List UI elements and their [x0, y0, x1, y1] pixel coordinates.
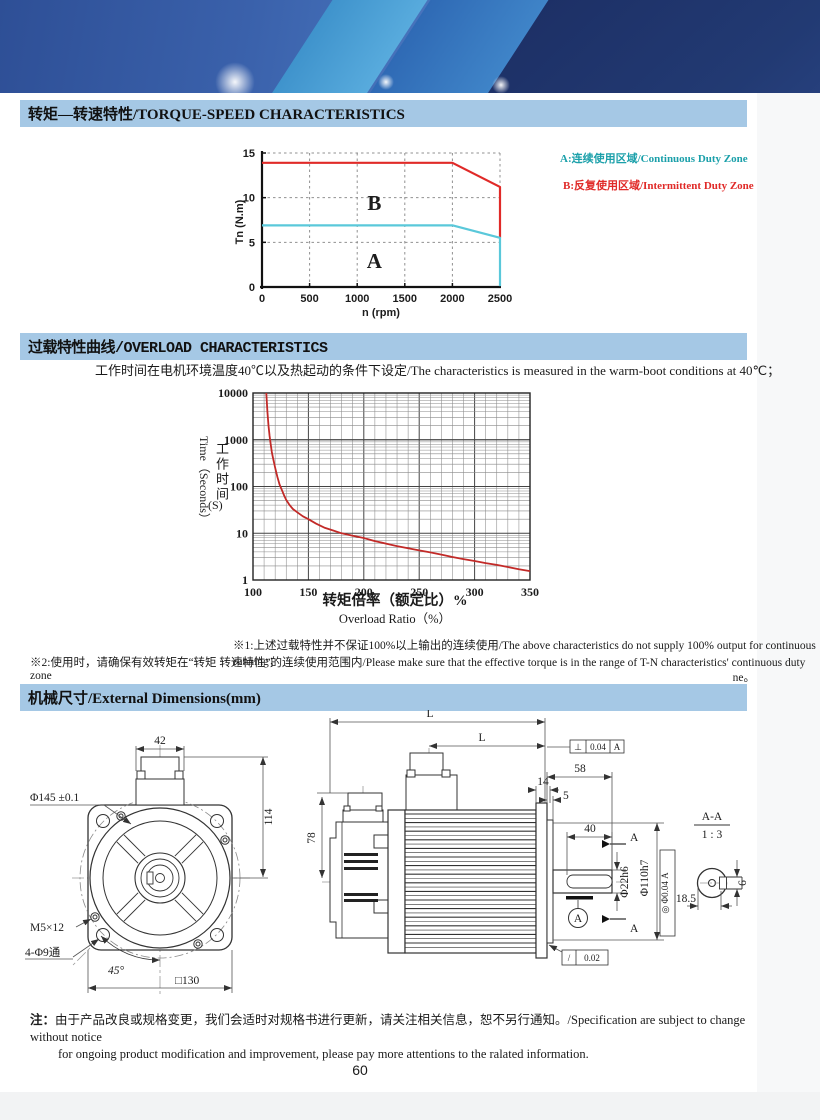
dim-14: 14 — [537, 776, 549, 788]
datum-a-label: A — [574, 913, 583, 925]
svg-text:350: 350 — [521, 585, 539, 599]
section-title-torque-speed: 转矩—转速特性/TORQUE-SPEED CHARACTERISTICS — [20, 100, 747, 127]
dim-58: 58 — [574, 763, 586, 775]
torque-speed-chart: 0 5 10 15 0 500 1000 1500 2000 2500 n (rpm) Tn (N.m… — [234, 148, 512, 319]
section-title-overload: 过载特性曲线/OVERLOAD CHARACTERISTICS — [20, 333, 747, 360]
svg-text:0: 0 — [249, 282, 255, 294]
footer-note-line2: for ongoing product modification and imp… — [58, 1047, 589, 1061]
footer-note: 注：由于产品改良或规格变更，我们会适时对规格书进行更新，请关注相关信息，恕不另行… — [30, 1012, 750, 1063]
svg-text:1500: 1500 — [393, 293, 417, 305]
overload-ylabel-en: Time（Seconds） — [197, 436, 211, 525]
section-aa-label: A-A — [702, 811, 723, 823]
overload-note-1: ※1:上述过载特性并不保证100%以上输出的连续使用/The above cha… — [233, 640, 816, 668]
page-number: 60 — [352, 1062, 368, 1078]
svg-text:5: 5 — [249, 237, 255, 249]
dim-78: 78 — [306, 832, 318, 844]
svg-text:0: 0 — [259, 293, 265, 305]
svg-text:1000: 1000 — [345, 293, 369, 305]
svg-text:10000: 10000 — [218, 386, 248, 400]
dim-square-130: □130 — [175, 975, 199, 987]
dim-18-5: 18.5 — [676, 893, 696, 905]
svg-text:10: 10 — [243, 193, 255, 205]
svg-text:15: 15 — [243, 148, 255, 160]
overload-ylabel-cn: 工作时间 — [214, 442, 229, 502]
svg-text:Tn (N.m): Tn (N.m) — [234, 199, 246, 244]
dim-connector-width: 42 — [154, 735, 166, 747]
dim-tapped-holes: M5×12 — [30, 922, 64, 934]
dim-40: 40 — [584, 823, 596, 835]
svg-text:1: 1 — [242, 573, 248, 587]
svg-text:300: 300 — [466, 585, 484, 599]
section-arrow-label-bottom: A — [630, 923, 639, 935]
side-view — [322, 748, 630, 959]
page-bottom-margin — [0, 1092, 820, 1120]
front-view-dims — [25, 746, 268, 993]
svg-text:A: A — [367, 249, 383, 273]
svg-text:n (rpm): n (rpm) — [362, 307, 400, 319]
section-title-dimensions: 机械尺寸/External Dimensions(mm) — [20, 684, 747, 711]
footer-note-label: 注： — [30, 1013, 56, 1027]
perp-datum-ref: A — [614, 742, 621, 752]
svg-text:150: 150 — [299, 585, 317, 599]
section-title-torque-speed-label: 转矩—转速特性/TORQUE-SPEED CHARACTERISTICS — [28, 107, 405, 123]
section-aa-scale: 1 : 3 — [702, 829, 723, 841]
dim-spigot-diameter: Φ110h7 — [639, 859, 651, 896]
svg-text:250: 250 — [410, 585, 428, 599]
overload-chart: 1 10 100 1000 10000 100 150 200 250 300 350 — [218, 386, 539, 599]
legend-intermittent: B:反复使用区域/Intermittent Duty Zone — [563, 180, 754, 192]
front-view — [71, 745, 250, 995]
svg-text:500: 500 — [300, 293, 318, 305]
banner-flare-2 — [378, 74, 394, 90]
runout-value: 0.02 — [584, 953, 600, 963]
svg-text:2000: 2000 — [440, 293, 464, 305]
overload-xlabel-en: Overload Ratio（%） — [338, 612, 452, 626]
dim-5: 5 — [563, 790, 569, 802]
dim-length-body: L — [478, 732, 485, 744]
page-right-margin — [757, 93, 820, 1092]
dim-length-overall: L — [426, 710, 433, 720]
section-title-dimensions-label: 机械尺寸/External Dimensions(mm) — [28, 691, 261, 707]
overload-ylabel-unit: (S) — [208, 498, 223, 512]
dim-height-114: 114 — [263, 808, 275, 825]
overload-note-2: ※2:使用时，请确保有效转矩在“转矩 转速特性”的连续使用范围内/Please … — [30, 657, 806, 682]
section-aa-dims — [687, 860, 740, 910]
footer-note-line1: 由于产品改良或规格变更，我们会适时对规格书进行更新，请关注相关信息，恕不另行通知… — [30, 1013, 746, 1044]
side-view-dims — [317, 718, 676, 966]
section-arrow-label-top: A — [630, 832, 639, 844]
perp-value: 0.04 — [590, 742, 606, 752]
dim-thru-holes: 4-Φ9通 — [25, 946, 61, 959]
mechanical-drawing: 42 Φ145 ±0.1 114 M5×12 4-Φ9通 45° □130 — [25, 710, 749, 995]
dim-shaft-diameter: Φ22h6 — [619, 866, 631, 898]
overload-xlabel-cn: 转矩倍率（额定比）% — [322, 593, 468, 609]
svg-text:200: 200 — [355, 585, 373, 599]
dim-angle-45: 45° — [108, 965, 125, 977]
overload-note-2-overflow: ne。 — [732, 672, 755, 684]
svg-text:2500: 2500 — [488, 293, 512, 305]
dim-key-6: 6 — [737, 880, 749, 886]
svg-text:1000: 1000 — [224, 433, 248, 447]
overload-subtitle: 工作时间在电机环境温度40℃以及热起动的条件下设定/The characteri… — [95, 363, 781, 378]
section-title-overload-label: 过载特性曲线/OVERLOAD CHARACTERISTICS — [28, 340, 328, 357]
svg-text:10: 10 — [236, 526, 248, 540]
svg-text:B: B — [367, 191, 381, 215]
banner-flare-1 — [215, 62, 255, 93]
concentricity-frame-text: ◎ Φ0.04 A — [660, 872, 670, 914]
legend-continuous: A:连续使用区域/Continuous Duty Zone — [560, 153, 748, 165]
runout-symbol: / — [568, 953, 571, 963]
perp-symbol: ⊥ — [574, 742, 582, 752]
svg-text:100: 100 — [244, 585, 262, 599]
dim-bolt-circle: Φ145 ±0.1 — [30, 792, 79, 804]
svg-text:100: 100 — [230, 480, 248, 494]
header-banner — [0, 0, 820, 93]
banner-flare-3 — [492, 76, 510, 93]
